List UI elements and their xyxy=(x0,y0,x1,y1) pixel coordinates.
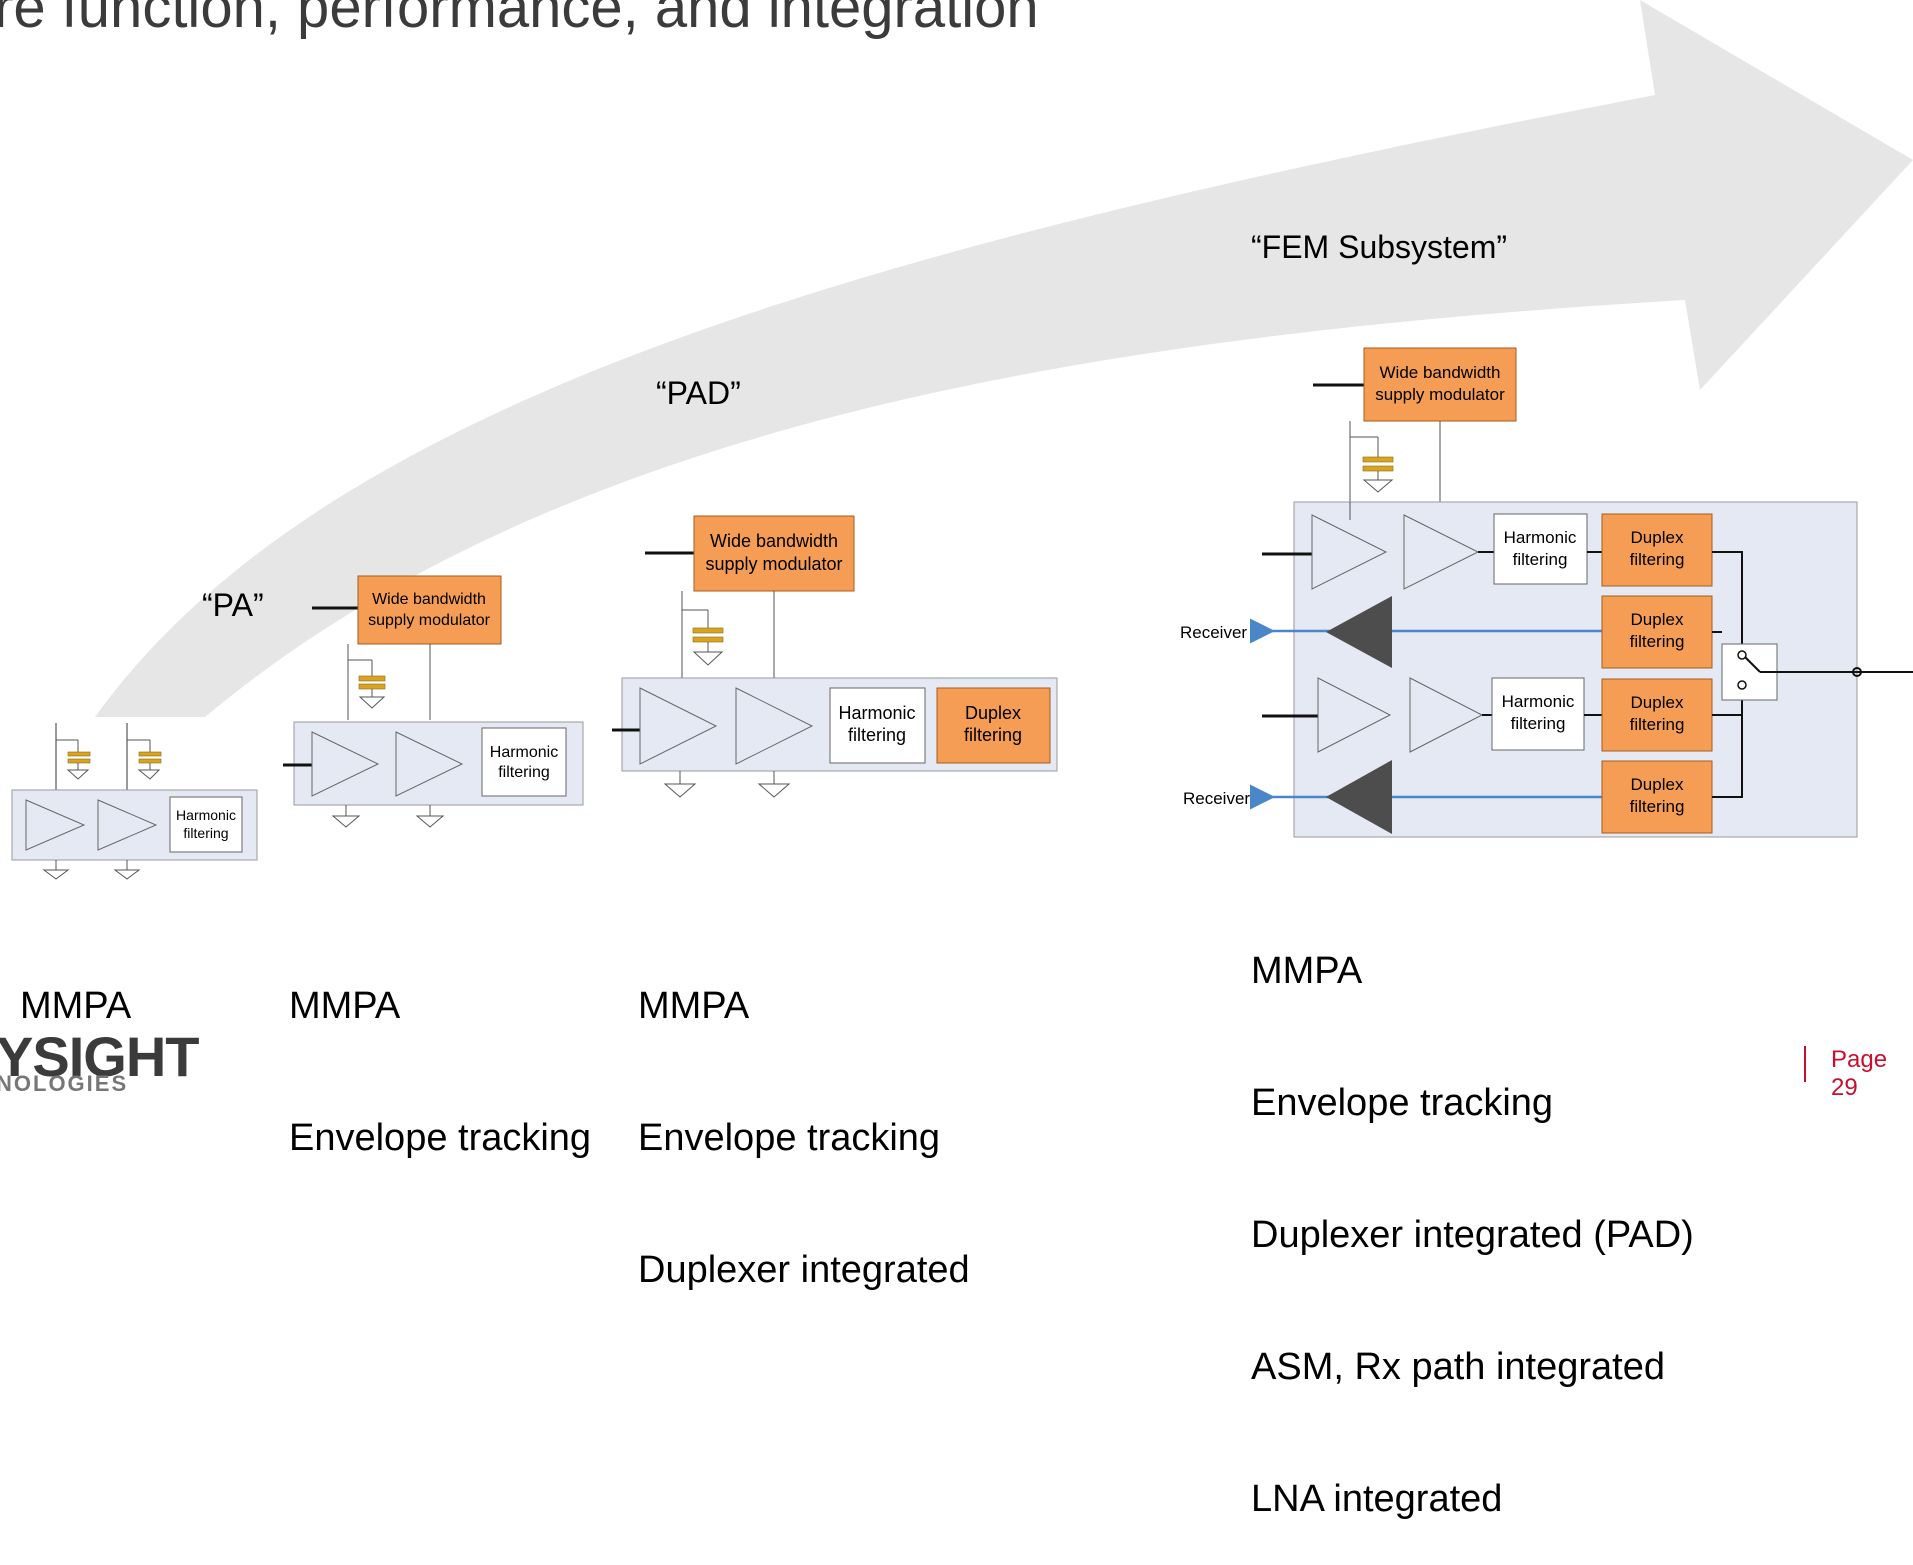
block-label: filtering xyxy=(183,825,228,841)
block-label: Duplex xyxy=(1631,610,1684,629)
block-label: Harmonic xyxy=(176,807,236,823)
block-label: filtering xyxy=(1511,714,1566,733)
block-label: filtering xyxy=(1630,797,1685,816)
block-label: filtering xyxy=(1513,550,1568,569)
page-divider xyxy=(1804,1046,1806,1082)
progression-arrow xyxy=(95,0,1913,717)
stage-2-schematic: Wide bandwidth supply modulator Harmonic… xyxy=(283,575,584,828)
receiver-label: Receiver xyxy=(1183,789,1250,808)
receiver-label: Receiver xyxy=(1180,623,1247,642)
stage-3-schematic: Wide bandwidth supply modulator Harmonic… xyxy=(612,515,1058,798)
block-label: Duplex xyxy=(1631,528,1684,547)
caption-stage-1: MMPA xyxy=(20,985,132,1027)
block-label: filtering xyxy=(1630,632,1685,651)
integration-diagram: Harmonic filtering Wide bandwidth supply… xyxy=(11,0,1913,880)
stage-1-schematic: Harmonic filtering xyxy=(11,723,258,880)
block-label: supply modulator xyxy=(1375,385,1505,404)
block-label: Wide bandwidth xyxy=(372,591,486,608)
block-label: supply modulator xyxy=(368,612,491,629)
block-label: filtering xyxy=(1630,550,1685,569)
block-label: Duplex xyxy=(965,703,1021,723)
caption-stage-3: MMPA Envelope tracking Duplexer integrat… xyxy=(638,985,970,1291)
company-logo-sub: NOLOGIES xyxy=(0,1071,129,1096)
block-label: Harmonic xyxy=(838,703,915,723)
block-label: Harmonic xyxy=(1502,692,1575,711)
slide-title: re function, performance, and integratio… xyxy=(0,0,1039,40)
caption-stage-4: MMPA Envelope tracking Duplexer integrat… xyxy=(1251,950,1694,1520)
block-label: filtering xyxy=(1630,715,1685,734)
block-label: Harmonic xyxy=(490,744,558,761)
company-logo: YSIGHT xyxy=(0,1025,199,1088)
block-label: Harmonic xyxy=(1504,528,1577,547)
stage-label-pad: “PAD” xyxy=(656,375,741,411)
block-label: filtering xyxy=(964,725,1022,745)
caption-stage-2: MMPA Envelope tracking xyxy=(289,985,592,1159)
block-label: Wide bandwidth xyxy=(1380,363,1501,382)
page-number: Page 29 xyxy=(1831,1046,1888,1101)
block-label: Duplex xyxy=(1631,775,1684,794)
block-label: Duplex xyxy=(1631,693,1684,712)
block-label: supply modulator xyxy=(705,554,842,574)
block-label: filtering xyxy=(848,725,906,745)
stage-label-fem: “FEM Subsystem” xyxy=(1251,229,1508,265)
stage-4-schematic: Wide bandwidth supply modulator Harmonic… xyxy=(1180,347,1913,838)
block-label: filtering xyxy=(498,764,550,781)
stage-label-pa: “PA” xyxy=(202,587,264,623)
block-label: Wide bandwidth xyxy=(710,531,838,551)
